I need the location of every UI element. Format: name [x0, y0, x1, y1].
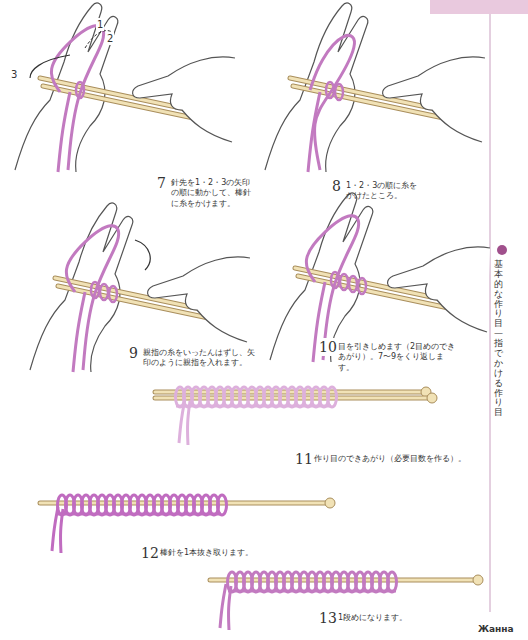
step-caption: 針先を1・2・3の矢印の順に動かして、棒針に糸をかけます。 [171, 178, 253, 209]
stitch-loop [91, 282, 99, 298]
step-number: 7 [156, 174, 167, 192]
motion-arrow [30, 55, 70, 78]
step-caption: 1・2・3の順に糸をかけたところ。 [346, 181, 418, 202]
section-band: 基本的な作り目—指でかける作り目 [494, 260, 505, 421]
step-caption: 棒針を1本抜き取ります。 [160, 548, 285, 558]
step-caption: 親指の糸をいったんはずし、矢印のように親指を入れます。 [143, 348, 255, 369]
stitch-loop [331, 272, 339, 288]
stitch-loop [328, 387, 337, 407]
step-number: 9 [128, 344, 139, 362]
hand-figure [270, 193, 490, 362]
cast-on-row [40, 495, 335, 553]
stitch-loop [335, 84, 343, 100]
yarn [73, 292, 85, 372]
hand-figure [265, 3, 485, 172]
step-caption: 目を引きしめます（2目めのできあがり）。7〜9をくり返します。 [338, 342, 458, 373]
stitch-loop [340, 274, 348, 290]
stitch-loop [358, 278, 366, 294]
chain-edge [176, 405, 331, 408]
needle-knob [473, 575, 483, 585]
right-hand [383, 57, 485, 142]
yarn [58, 92, 70, 172]
section-dot [497, 245, 507, 255]
step-number: 13 [318, 609, 338, 627]
section-title: 基本的な作り目—指でかける作り目 [494, 260, 503, 418]
chain-edge [228, 590, 396, 593]
step-number: 11 [294, 450, 314, 468]
right-hand [148, 257, 250, 342]
yarn-tail [52, 507, 58, 551]
knitting-needle [155, 391, 426, 394]
yarn-tail [220, 584, 226, 628]
knitting-needle [155, 390, 426, 395]
motion-arrow [135, 240, 150, 270]
step-number: 8 [331, 177, 342, 195]
hand-figure [15, 3, 235, 172]
chain-edge [58, 513, 221, 516]
step-caption: 作り目のできあがり（必要目数を作る）。 [314, 454, 479, 464]
right-hand [388, 247, 490, 332]
knitting-needle [155, 396, 432, 401]
top-band [430, 0, 528, 14]
left-hand [265, 3, 368, 172]
margin-rule [490, 14, 491, 612]
stitch-loop [100, 284, 108, 300]
watermark: Жанна [478, 624, 514, 636]
stitch-loop [109, 286, 117, 302]
step-number: 10 [318, 338, 338, 356]
left-hand [15, 3, 118, 172]
left-hand [270, 193, 373, 362]
cast-on-row [210, 572, 483, 630]
stitch-loop [349, 276, 357, 292]
right-hand [133, 57, 235, 142]
yarn [308, 92, 320, 172]
knitting-needle [155, 397, 432, 400]
stitch-loop [326, 82, 334, 98]
arrow-number: 2 [106, 32, 114, 45]
step-caption: 1段めになります。 [338, 613, 448, 623]
stitch-loop [76, 82, 84, 98]
needle-knob [325, 498, 335, 508]
stitch-loop [388, 572, 397, 592]
left-hand [30, 203, 133, 372]
arrow-number: 3 [10, 68, 18, 81]
cast-on-row [155, 387, 437, 445]
arrow-number: 1 [96, 18, 104, 31]
hand-figure [30, 203, 250, 372]
stitch-loop [218, 495, 227, 515]
step-number: 12 [140, 544, 160, 562]
needle-knob [427, 393, 437, 403]
